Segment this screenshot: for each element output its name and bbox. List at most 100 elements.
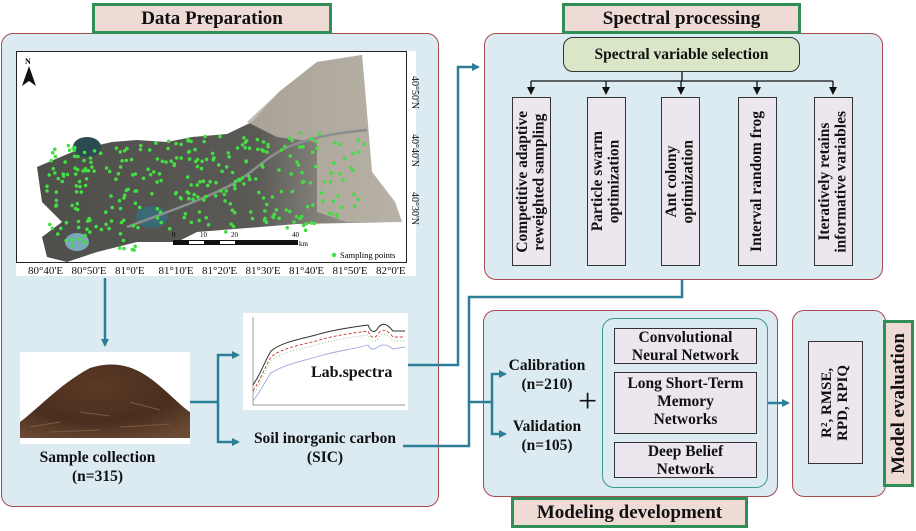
sampling-point [322,180,327,184]
sampling-point [262,218,267,223]
sampling-point [266,142,270,147]
sampling-point [233,179,238,184]
sampling-point [74,190,79,194]
sampling-point [65,172,70,177]
sampling-point [182,215,186,220]
sampling-point [319,191,323,195]
sampling-point [64,238,68,243]
sampling-point [147,148,152,152]
sampling-point [274,208,279,212]
sampling-point [331,199,335,203]
sampling-point [136,225,140,230]
sampling-point [83,240,88,245]
sampling-point [328,180,333,184]
sampling-point [94,224,98,229]
sampling-point [195,183,199,187]
sampling-point [114,146,119,150]
sampling-point [169,159,173,163]
sampling-point [73,206,78,211]
sampling-point [230,208,235,212]
sampling-point [244,160,248,164]
map-legend-label: Sampling points [340,250,396,260]
sampling-point [124,188,129,193]
sampling-point [338,142,342,147]
sampling-point [174,156,179,160]
sampling-point [240,143,245,147]
sampling-point [110,205,114,210]
sampling-point [183,212,188,216]
sampling-point [66,143,71,148]
sampling-point [199,166,204,171]
sampling-point [116,172,121,176]
spectral-variable-selection-label: Spectral variable selection [594,45,769,63]
sampling-point [189,183,193,187]
sampling-point [218,134,222,139]
sampling-point [51,166,55,171]
sampling-point [338,171,342,176]
sampling-point [133,189,137,193]
sampling-point [311,203,315,207]
sampling-point [231,224,236,229]
sampling-point [308,181,313,185]
sampling-point [109,194,113,198]
scale-tick: 10 [200,231,208,239]
sampling-point [133,172,138,176]
scale-tick: 20 [231,231,239,239]
spectrum-line [252,344,406,402]
sampling-point [224,165,229,169]
sampling-point [187,157,192,161]
sampling-point [217,163,221,167]
sampling-point [341,178,345,183]
validation-label: Validation (n=105) [512,418,582,454]
sampling-point [114,177,118,181]
sampling-point [260,165,265,169]
sampling-point [261,140,266,144]
sampling-point [109,219,114,223]
sampling-point [50,226,55,231]
scale-tick: 0 [172,231,176,239]
sampling-point [189,220,194,225]
sampling-point [204,194,208,199]
sampling-point [67,148,72,152]
sampling-point [185,190,189,194]
sampling-point [82,150,87,155]
sampling-point [155,180,159,184]
desert-area [247,55,402,222]
sampling-point [356,138,361,143]
sampling-point [122,218,126,223]
sampling-point [247,174,251,179]
sampling-point [204,157,209,162]
sampling-point [270,195,275,199]
sampling-point [155,207,160,211]
sampling-point [206,223,211,227]
sampling-point [264,202,269,207]
sampling-point [309,136,314,141]
sampling-point [333,141,337,145]
sampling-point [222,192,227,197]
sampling-point [79,190,84,194]
sampling-point [61,172,66,176]
sampling-point [277,216,281,220]
sampling-point [236,177,241,182]
sampling-point [118,232,123,236]
sampling-point [130,173,135,177]
sampling-point [219,189,223,193]
spectral-variable-selection-box: Spectral variable selection [563,37,800,72]
sampling-point [186,139,190,143]
sampling-point [240,176,245,180]
sampling-point [69,238,74,242]
sampling-point [129,157,134,162]
sampling-point [204,216,208,220]
sampling-point [122,196,126,200]
sampling-point [208,179,212,184]
map-x-tick: 81°50'E [332,265,368,277]
sampling-point [122,193,127,197]
map-x-tick: 81°10'E [158,265,194,277]
sampling-point [157,172,162,176]
sampling-point [193,147,197,152]
calibration-label: Calibration (n=210) [508,357,586,393]
sampling-point [185,175,190,179]
map-x-tick: 81°0'E [115,265,145,277]
sampling-point [313,164,318,169]
sampling-point [174,141,178,146]
